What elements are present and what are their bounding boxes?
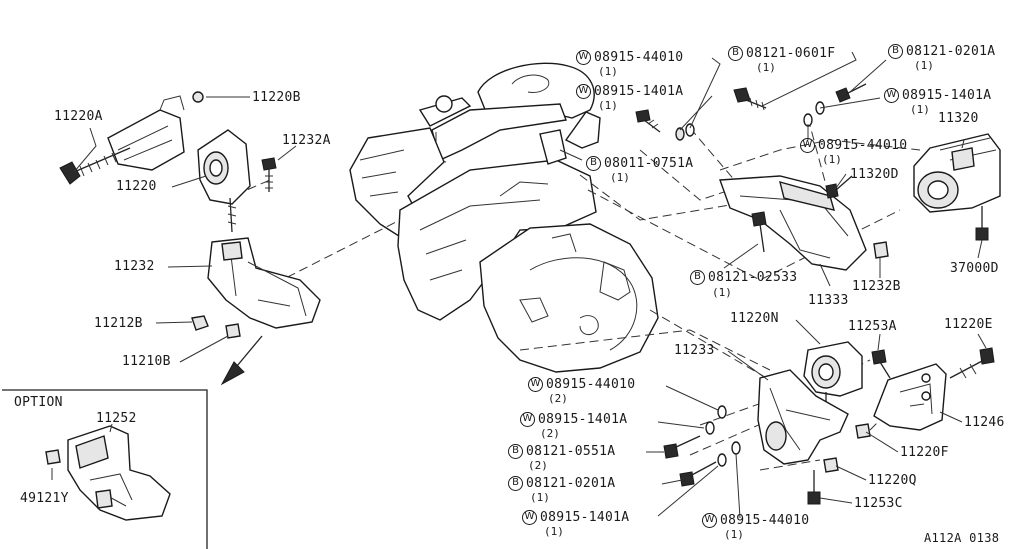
washer-symbol: W bbox=[576, 50, 591, 65]
callout-11220N: 11220N bbox=[730, 311, 779, 326]
washer-symbol: W bbox=[702, 513, 717, 528]
callout-11253A: 11253A bbox=[848, 319, 897, 334]
callout-11246: 11246 bbox=[964, 415, 1005, 430]
left-mount-group bbox=[59, 91, 321, 386]
callout-11220E: 11220E bbox=[944, 317, 993, 332]
callout-b-08121-0201a-a: 08121-0201A bbox=[906, 44, 996, 59]
bolt-symbol: B bbox=[508, 444, 523, 459]
bolt-symbol: B bbox=[508, 476, 523, 491]
qty-b-08121-0601f: (1) bbox=[756, 61, 776, 74]
callout-11220F: 11220F bbox=[900, 445, 949, 460]
callout-b-08121-0201a-b: 08121-0201A bbox=[526, 476, 616, 491]
qty-w-08915-44010-a: (1) bbox=[598, 65, 618, 78]
washer-symbol: W bbox=[576, 84, 591, 99]
callout-11233: 11233 bbox=[674, 343, 715, 358]
callout-11220B: 11220B bbox=[252, 90, 301, 105]
option-box-title: OPTION bbox=[14, 395, 63, 410]
callout-11232B: 11232B bbox=[852, 279, 901, 294]
qty-w-08915-44010-c: (2) bbox=[548, 392, 568, 405]
callout-w-08915-1401a-d: 08915-1401A bbox=[540, 510, 630, 525]
qty-b-08121-02533: (1) bbox=[712, 286, 732, 299]
bolt-symbol: B bbox=[728, 46, 743, 61]
callout-11252: 11252 bbox=[96, 411, 137, 426]
callout-11320D: 11320D bbox=[850, 167, 899, 182]
lower-right-mount-group bbox=[663, 341, 995, 505]
qty-w-08915-1401a-a: (1) bbox=[598, 99, 618, 112]
qty-b-08121-0551a: (2) bbox=[528, 459, 548, 472]
washer-symbol: W bbox=[800, 138, 815, 153]
callout-b-08121-0551a: 08121-0551A bbox=[526, 444, 616, 459]
bolt-symbol: B bbox=[888, 44, 903, 59]
callout-b-08011-0751a: 08011-0751A bbox=[604, 156, 694, 171]
qty-w-08915-44010-d: (1) bbox=[724, 528, 744, 541]
callout-b-08121-0601f: 08121-0601F bbox=[746, 46, 836, 61]
callout-11320: 11320 bbox=[938, 111, 979, 126]
washer-symbol: W bbox=[520, 412, 535, 427]
callout-11220Q: 11220Q bbox=[868, 473, 917, 488]
qty-w-08915-1401a-d: (1) bbox=[544, 525, 564, 538]
callout-w-08915-1401a-c: 08915-1401A bbox=[538, 412, 628, 427]
qty-b-08121-0201a-b: (1) bbox=[530, 491, 550, 504]
callout-11333: 11333 bbox=[808, 293, 849, 308]
qty-b-08121-0201a-a: (1) bbox=[914, 59, 934, 72]
diagram-code: A112A 0138 bbox=[924, 531, 1000, 545]
qty-w-08915-1401a-c: (2) bbox=[540, 427, 560, 440]
option-box-frame bbox=[2, 389, 208, 549]
callout-49121Y: 49121Y bbox=[20, 491, 69, 506]
engine-assembly bbox=[349, 62, 659, 373]
callout-11220A: 11220A bbox=[54, 109, 103, 124]
washer-symbol: W bbox=[522, 510, 537, 525]
qty-b-08011-0751a: (1) bbox=[610, 171, 630, 184]
callout-11220: 11220 bbox=[116, 179, 157, 194]
bolt-symbol: B bbox=[690, 270, 705, 285]
callout-w-08915-44010-d: 08915-44010 bbox=[720, 513, 810, 528]
callout-11232A: 11232A bbox=[282, 133, 331, 148]
callout-w-08915-44010-c: 08915-44010 bbox=[546, 377, 636, 392]
washer-symbol: W bbox=[884, 88, 899, 103]
callout-11232: 11232 bbox=[114, 259, 155, 274]
callout-b-08121-02533: 08121-02533 bbox=[708, 270, 798, 285]
callout-w-08915-1401a-b: 08915-1401A bbox=[902, 88, 992, 103]
qty-w-08915-1401a-b: (1) bbox=[910, 103, 930, 116]
callout-11210B: 11210B bbox=[122, 354, 171, 369]
bolt-symbol: B bbox=[586, 156, 601, 171]
callout-w-08915-1401a-a: 08915-1401A bbox=[594, 84, 684, 99]
callout-37000D: 37000D bbox=[950, 261, 999, 276]
callout-11212B: 11212B bbox=[94, 316, 143, 331]
washer-symbol: W bbox=[528, 377, 543, 392]
callout-w-08915-44010-a: 08915-44010 bbox=[594, 50, 684, 65]
leader-lines bbox=[51, 51, 987, 519]
upper-right-mount-group bbox=[635, 83, 1001, 271]
option-mount-11252 bbox=[45, 425, 171, 521]
callout-11253C: 11253C bbox=[854, 496, 903, 511]
callout-w-08915-44010-b: 08915-44010 bbox=[818, 138, 908, 153]
qty-w-08915-44010-b: (1) bbox=[822, 153, 842, 166]
